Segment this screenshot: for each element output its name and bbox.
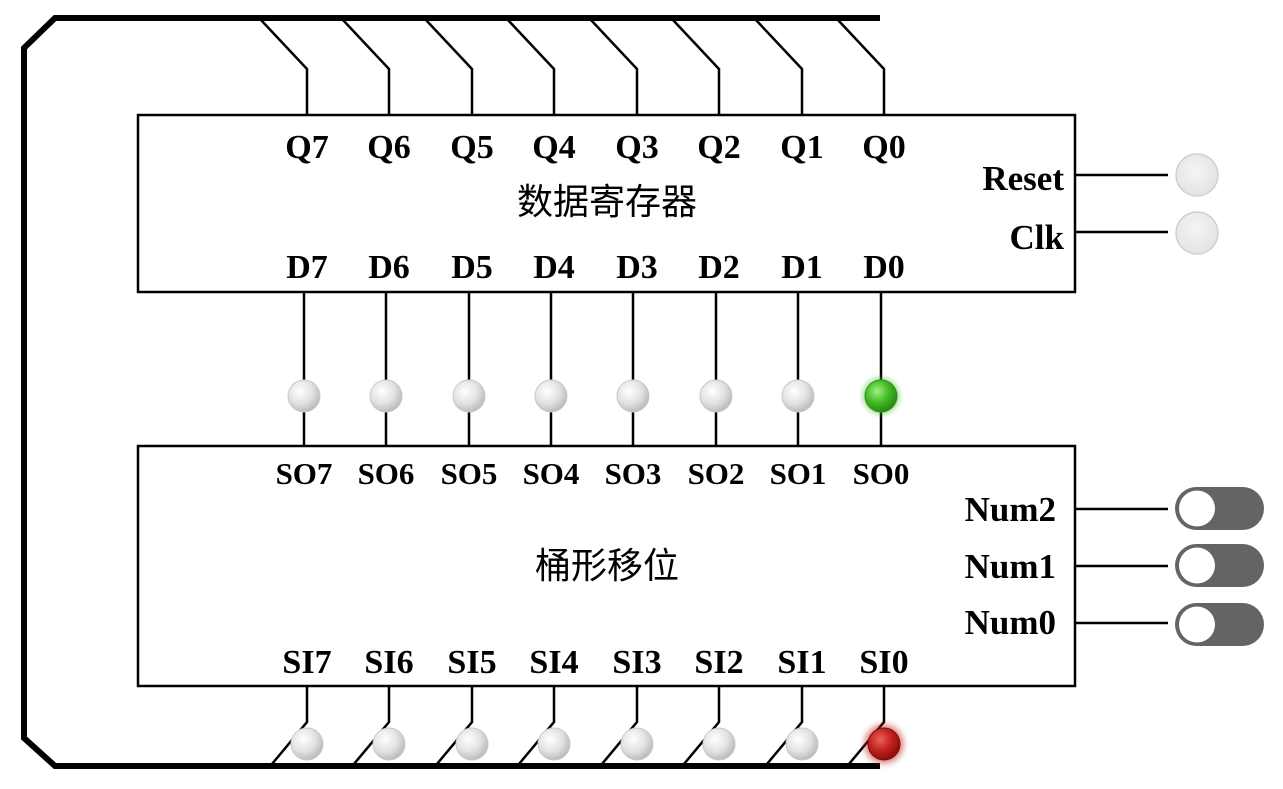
so1-label: SO1: [770, 456, 827, 491]
q3-label: Q3: [615, 129, 658, 166]
q6-label: Q6: [367, 129, 410, 166]
si3-label: SI3: [612, 644, 661, 681]
si5-label: SI5: [447, 644, 496, 681]
q1-label: Q1: [780, 129, 823, 166]
q0-wire: [837, 19, 886, 115]
si7-label: SI7: [282, 644, 331, 681]
so2-led: [699, 379, 733, 413]
num1-switch[interactable]: [1175, 544, 1264, 587]
q4-wire: [507, 19, 556, 115]
si2-wire: [683, 686, 721, 765]
reset-label: Reset: [982, 159, 1064, 198]
d5-label: D5: [451, 249, 493, 286]
num1-switch-knob: [1179, 547, 1215, 584]
si0-wire: [848, 686, 886, 765]
si1-label: SI1: [777, 644, 826, 681]
q4-label: Q4: [532, 129, 575, 166]
so7-led: [287, 379, 321, 413]
control-wires: [1075, 173, 1168, 625]
si2-led: [702, 727, 736, 761]
si4-label: SI4: [529, 644, 578, 681]
d6-label: D6: [368, 249, 410, 286]
q3-wire: [590, 19, 639, 115]
si-bus-taps: [271, 686, 886, 765]
si3-led: [620, 727, 654, 761]
si0-label: SI0: [859, 644, 908, 681]
num1-label: Num1: [965, 547, 1056, 586]
q-bus-taps: [260, 19, 886, 115]
so5-led: [452, 379, 486, 413]
so3-led: [616, 379, 650, 413]
num2-switch-knob: [1179, 490, 1215, 527]
si1-led: [785, 727, 819, 761]
si7-led: [290, 727, 324, 761]
q2-label: Q2: [697, 129, 740, 166]
so1-led: [781, 379, 815, 413]
si0-led: [867, 727, 901, 761]
so6-label: SO6: [358, 456, 415, 491]
data-register-title: 数据寄存器: [517, 182, 697, 222]
si6-wire: [353, 686, 391, 765]
si5-wire: [436, 686, 474, 765]
so3-label: SO3: [605, 456, 662, 491]
si5-led: [455, 727, 489, 761]
d3-label: D3: [616, 249, 658, 286]
si7-wire: [271, 686, 309, 765]
so5-label: SO5: [441, 456, 498, 491]
si3-wire: [601, 686, 639, 765]
barrel-shifter-title: 桶形移位: [535, 546, 679, 586]
so4-led: [534, 379, 568, 413]
q5-wire: [425, 19, 474, 115]
q0-label: Q0: [862, 129, 905, 166]
so0-label: SO0: [853, 456, 910, 491]
num2-label: Num2: [965, 490, 1056, 529]
si6-label: SI6: [364, 644, 413, 681]
q7-wire: [260, 19, 309, 115]
num0-switch-knob: [1179, 606, 1215, 643]
so-indicator-leds: [287, 377, 900, 415]
so2-label: SO2: [688, 456, 745, 491]
si4-led: [537, 727, 571, 761]
d1-label: D1: [781, 249, 823, 286]
so4-label: SO4: [523, 456, 580, 491]
q7-label: Q7: [285, 129, 328, 166]
so0-led: [864, 379, 898, 413]
so6-led: [369, 379, 403, 413]
clk-label: Clk: [1010, 218, 1065, 257]
si-indicator-leds: [290, 724, 904, 764]
si4-wire: [518, 686, 556, 765]
q2-wire: [672, 19, 721, 115]
d0-label: D0: [863, 249, 905, 286]
num0-switch[interactable]: [1175, 603, 1264, 646]
si2-label: SI2: [694, 644, 743, 681]
d-so-wires: [302, 292, 883, 446]
so7-label: SO7: [276, 456, 333, 491]
si1-wire: [766, 686, 804, 765]
feedback-bus: [21, 15, 880, 769]
q6-wire: [342, 19, 391, 115]
reset-button[interactable]: [1175, 153, 1219, 197]
clk-button[interactable]: [1175, 211, 1219, 255]
barrel-shifter: SO7 SO6 SO5 SO4 SO3 SO2 SO1 SO0 SI7 SI6 SI5 SI4 SI3…: [136, 444, 1077, 688]
q1-wire: [755, 19, 804, 115]
d4-label: D4: [533, 249, 575, 286]
d2-label: D2: [698, 249, 740, 286]
num0-label: Num0: [965, 603, 1056, 642]
q5-label: Q5: [450, 129, 493, 166]
num2-switch[interactable]: [1175, 487, 1264, 530]
data-register-box: [136, 113, 1077, 294]
d7-label: D7: [286, 249, 328, 286]
si6-led: [372, 727, 406, 761]
barrel-shifter-box: [136, 444, 1077, 688]
